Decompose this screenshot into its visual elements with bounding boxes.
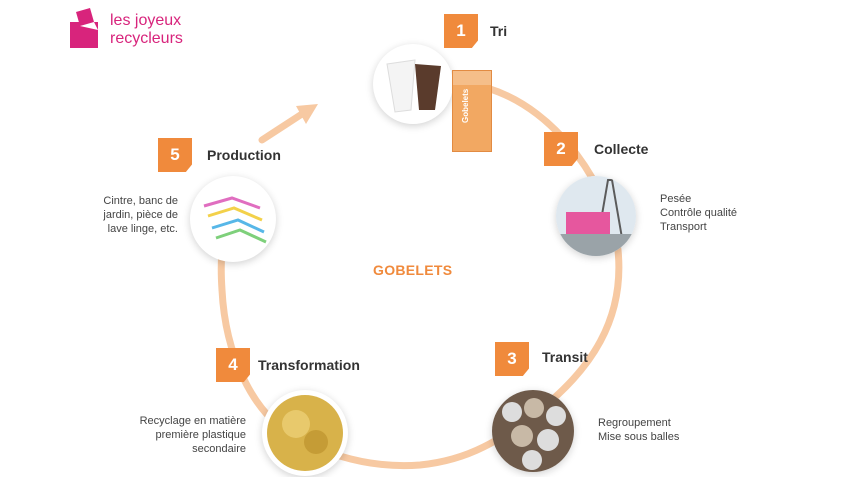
logo-line-1: les joyeux: [110, 12, 182, 29]
desc-transit-line-1: Regroupement: [598, 417, 671, 429]
step-title-production: Production: [207, 147, 281, 163]
desc-production-line-3: lave linge, etc.: [107, 223, 178, 235]
step-title-collecte: Collecte: [594, 141, 649, 157]
bin-label: Gobelets: [461, 88, 470, 123]
desc-transformation-line-2: première plastique: [155, 429, 247, 441]
logo: les joyeux recycleurs: [68, 8, 183, 50]
step-title-transit: Transit: [542, 349, 588, 365]
step-badge-3: 3: [495, 342, 529, 376]
desc-production: Cintre, banc de jardin, pièce de lave li…: [60, 194, 178, 236]
desc-transit-line-2: Mise sous balles: [598, 431, 680, 443]
bin-gobelets: Gobelets: [452, 70, 492, 152]
center-title: GOBELETS: [373, 262, 453, 278]
desc-transformation-line-3: secondaire: [192, 443, 246, 455]
desc-collecte-line-3: Transport: [660, 221, 707, 233]
ring-arrow-line: [258, 108, 309, 144]
step-badge-4: 4: [216, 348, 250, 382]
logo-mark-icon: [68, 8, 102, 50]
granules-icon: [267, 395, 343, 471]
desc-collecte: Pesée Contrôle qualité Transport: [660, 192, 737, 234]
photo-transit: [492, 390, 574, 472]
step-title-tri: Tri: [490, 23, 508, 39]
step-badge-1: 1: [444, 14, 478, 48]
desc-collecte-line-2: Contrôle qualité: [660, 207, 738, 219]
photo-tri: [373, 44, 453, 124]
photo-collecte: [556, 176, 636, 256]
truck-eiffel-icon: [556, 176, 636, 256]
step-title-transformation: Transformation: [258, 357, 360, 373]
bales-icon: [492, 390, 574, 472]
hangers-icon: [203, 196, 267, 244]
step-badge-5: 5: [158, 138, 192, 172]
desc-collecte-line-1: Pesée: [660, 193, 692, 205]
photo-transformation: [262, 390, 348, 476]
photo-production: [190, 176, 276, 262]
desc-transit: Regroupement Mise sous balles: [598, 416, 679, 444]
ring-arrowhead-icon: [296, 104, 318, 124]
desc-production-line-2: jardin, pièce de: [103, 209, 178, 221]
desc-transformation-line-1: Recyclage en matière: [139, 415, 246, 427]
desc-transformation: Recyclage en matière première plastique …: [102, 414, 246, 456]
desc-production-line-1: Cintre, banc de: [103, 195, 178, 207]
logo-line-2: recycleurs: [110, 30, 183, 47]
step-badge-2: 2: [544, 132, 578, 166]
cups-icon: [386, 59, 441, 113]
